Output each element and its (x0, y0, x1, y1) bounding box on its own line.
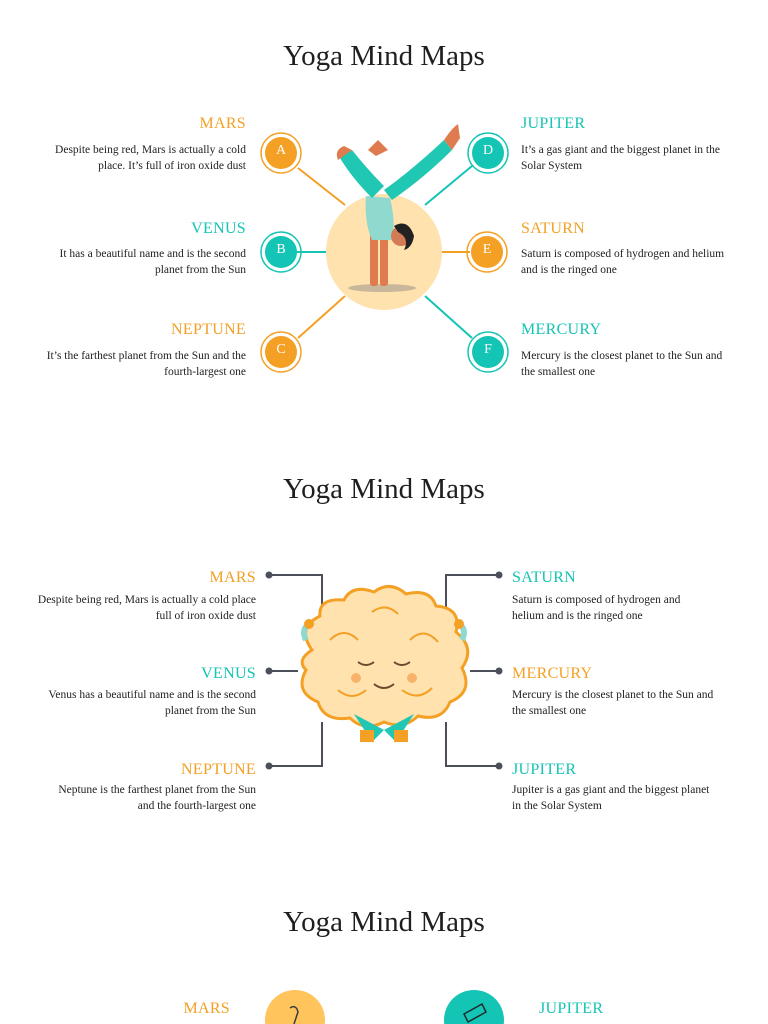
marker-f-letter: F (484, 342, 492, 357)
marker-d (467, 132, 509, 174)
mars-heading: MARS (183, 1000, 230, 1017)
neptune-description: It’s the farthest planet from the Sun an… (46, 350, 246, 378)
saturn-description: Saturn is composed of hydrogen and heliu… (512, 594, 681, 622)
mars-description: Despite being red, Mars is actually a co… (37, 594, 256, 622)
connector-d (424, 165, 473, 206)
yoga-handstand-illustration (326, 124, 460, 310)
saturn-description: Saturn is composed of hydrogen and heliu… (521, 248, 725, 276)
mars-heading: MARS (199, 115, 246, 132)
meditating-brain-illustration (300, 585, 470, 742)
neptune-heading: NEPTUNE (171, 321, 246, 338)
marker-c (260, 331, 302, 373)
saturn-heading: SATURN (521, 220, 586, 237)
neptune-description: Neptune is the farthest planet from the … (58, 784, 256, 812)
yoga-mat-icon (444, 990, 504, 1024)
jupiter-description: It’s a gas giant and the biggest planet … (521, 144, 720, 172)
mars-heading: MARS (209, 569, 256, 586)
mars-description: Despite being red, Mars is actually a co… (55, 144, 246, 172)
mercury-heading: MERCURY (512, 665, 593, 682)
slide2-title: Yoga Mind Maps (283, 473, 485, 505)
marker-d-letter: D (482, 143, 494, 158)
marker-e (466, 231, 508, 273)
mercury-description: Mercury is the closest planet to the Sun… (512, 689, 714, 717)
mercury-description: Mercury is the closest planet to the Sun… (521, 350, 723, 378)
jupiter-heading: JUPITER (521, 115, 586, 132)
connector-c (297, 295, 346, 339)
venus-description: It has a beautiful name and is the secon… (59, 248, 247, 276)
slide1-title: Yoga Mind Maps (283, 40, 485, 72)
marker-a-letter: A (275, 143, 287, 158)
mercury-heading: MERCURY (521, 321, 602, 338)
marker-c-letter: C (276, 342, 286, 357)
connector-a (297, 167, 346, 206)
venus-heading: VENUS (201, 665, 256, 682)
marker-e-letter: E (482, 242, 492, 257)
saturn-heading: SATURN (512, 569, 577, 586)
neptune-heading: NEPTUNE (181, 761, 256, 778)
marker-b-letter: B (276, 242, 286, 257)
jupiter-heading: JUPITER (539, 1000, 604, 1017)
venus-heading: VENUS (191, 220, 246, 237)
jupiter-heading: JUPITER (512, 761, 577, 778)
marker-a (260, 132, 302, 174)
marker-f (467, 331, 509, 373)
slide3-title: Yoga Mind Maps (283, 906, 485, 938)
venus-description: Venus has a beautiful name and is the se… (48, 689, 256, 717)
marker-b (260, 231, 302, 273)
jupiter-description: Jupiter is a gas giant and the biggest p… (512, 784, 710, 812)
yoga-pose-icon (265, 990, 325, 1024)
connector-f (424, 295, 473, 339)
slide2-connectors (265, 571, 503, 770)
